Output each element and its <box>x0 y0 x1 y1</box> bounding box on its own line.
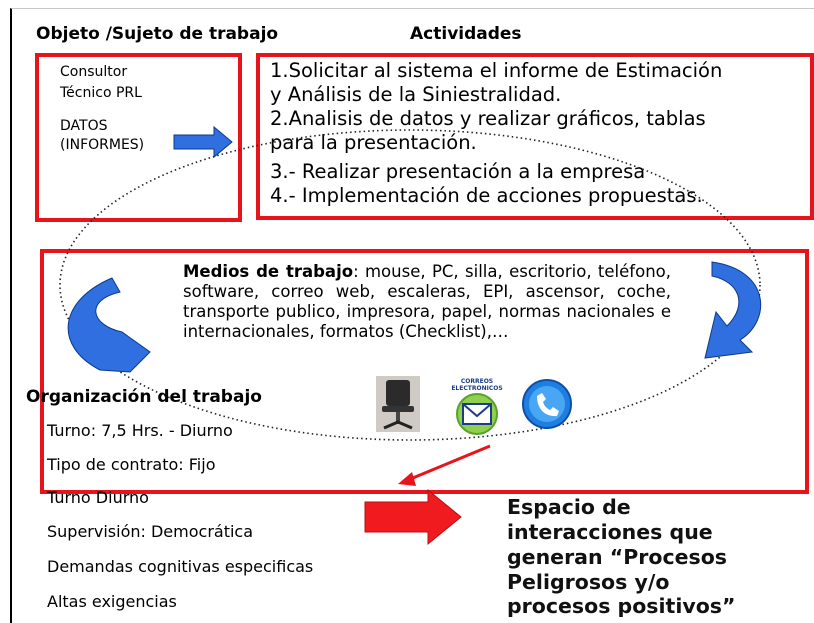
actividad-line-6: 4.- Implementación de acciones propuesta… <box>270 184 703 207</box>
red-block-arrow-icon <box>364 488 462 546</box>
medios-box <box>40 249 809 494</box>
email-label-2: ELECTRONICOS <box>451 385 503 392</box>
organizacion-item-6: Altas exigencias <box>47 592 177 611</box>
email-icon: CORREOS ELECTRONICOS <box>446 378 508 436</box>
organizacion-item-3: Turno Diurno <box>47 488 149 507</box>
office-chair-icon <box>376 376 420 432</box>
organizacion-item-1: Turno: 7,5 Hrs. - Diurno <box>47 421 233 440</box>
actividad-line-2: y Análisis de la Siniestralidad. <box>270 83 562 106</box>
organizacion-title: Organización del trabajo <box>26 387 262 407</box>
organizacion-item-2: Tipo de contrato: Fijo <box>47 455 216 474</box>
email-label-1: CORREOS <box>460 378 494 385</box>
medios-label: Medios de trabajo <box>183 262 354 281</box>
actividad-line-4: para la presentación. <box>270 131 477 154</box>
red-thin-arrow-head-icon <box>398 472 416 486</box>
objeto-box <box>35 53 242 222</box>
blue-curved-arrow-left-icon <box>67 277 151 373</box>
objeto-datos: DATOS <box>60 118 108 134</box>
blue-arrow-right-icon <box>173 125 233 159</box>
espacio-line-4: Peligrosos y/o <box>507 570 670 594</box>
objeto-tecnico: Técnico PRL <box>60 85 142 101</box>
blue-curved-arrow-right-icon <box>704 261 762 359</box>
actividad-line-1: 1.Solicitar al sistema el informe de Est… <box>270 59 723 82</box>
objeto-header: Objeto /Sujeto de trabajo <box>36 24 279 44</box>
medios-text: Medios de trabajo: mouse, PC, silla, esc… <box>183 262 671 342</box>
espacio-line-2: interacciones que <box>507 520 713 544</box>
interaction-ellipse <box>59 129 761 441</box>
actividades-header: Actividades <box>410 24 522 44</box>
red-thin-arrow-line <box>407 444 491 482</box>
organizacion-item-5: Demandas cognitivas especificas <box>47 557 314 576</box>
espacio-line-3: generan “Procesos <box>507 545 727 569</box>
objeto-informes: (INFORMES) <box>60 137 145 153</box>
actividad-line-3: 2.Analisis de datos y realizar gráficos,… <box>270 107 706 130</box>
actividad-line-5: 3.- Realizar presentación a la empresa <box>270 160 646 183</box>
telephone-icon <box>520 376 574 432</box>
actividades-box <box>256 53 814 220</box>
espacio-line-5: procesos positivos” <box>507 594 736 617</box>
objeto-consultor: Consultor <box>60 64 128 80</box>
espacio-line-1: Espacio de <box>507 495 631 519</box>
page-frame <box>10 8 814 623</box>
medios-list: : mouse, PC, silla, escritorio, teléfono… <box>183 262 671 341</box>
organizacion-item-4: Supervisión: Democrática <box>47 522 254 541</box>
